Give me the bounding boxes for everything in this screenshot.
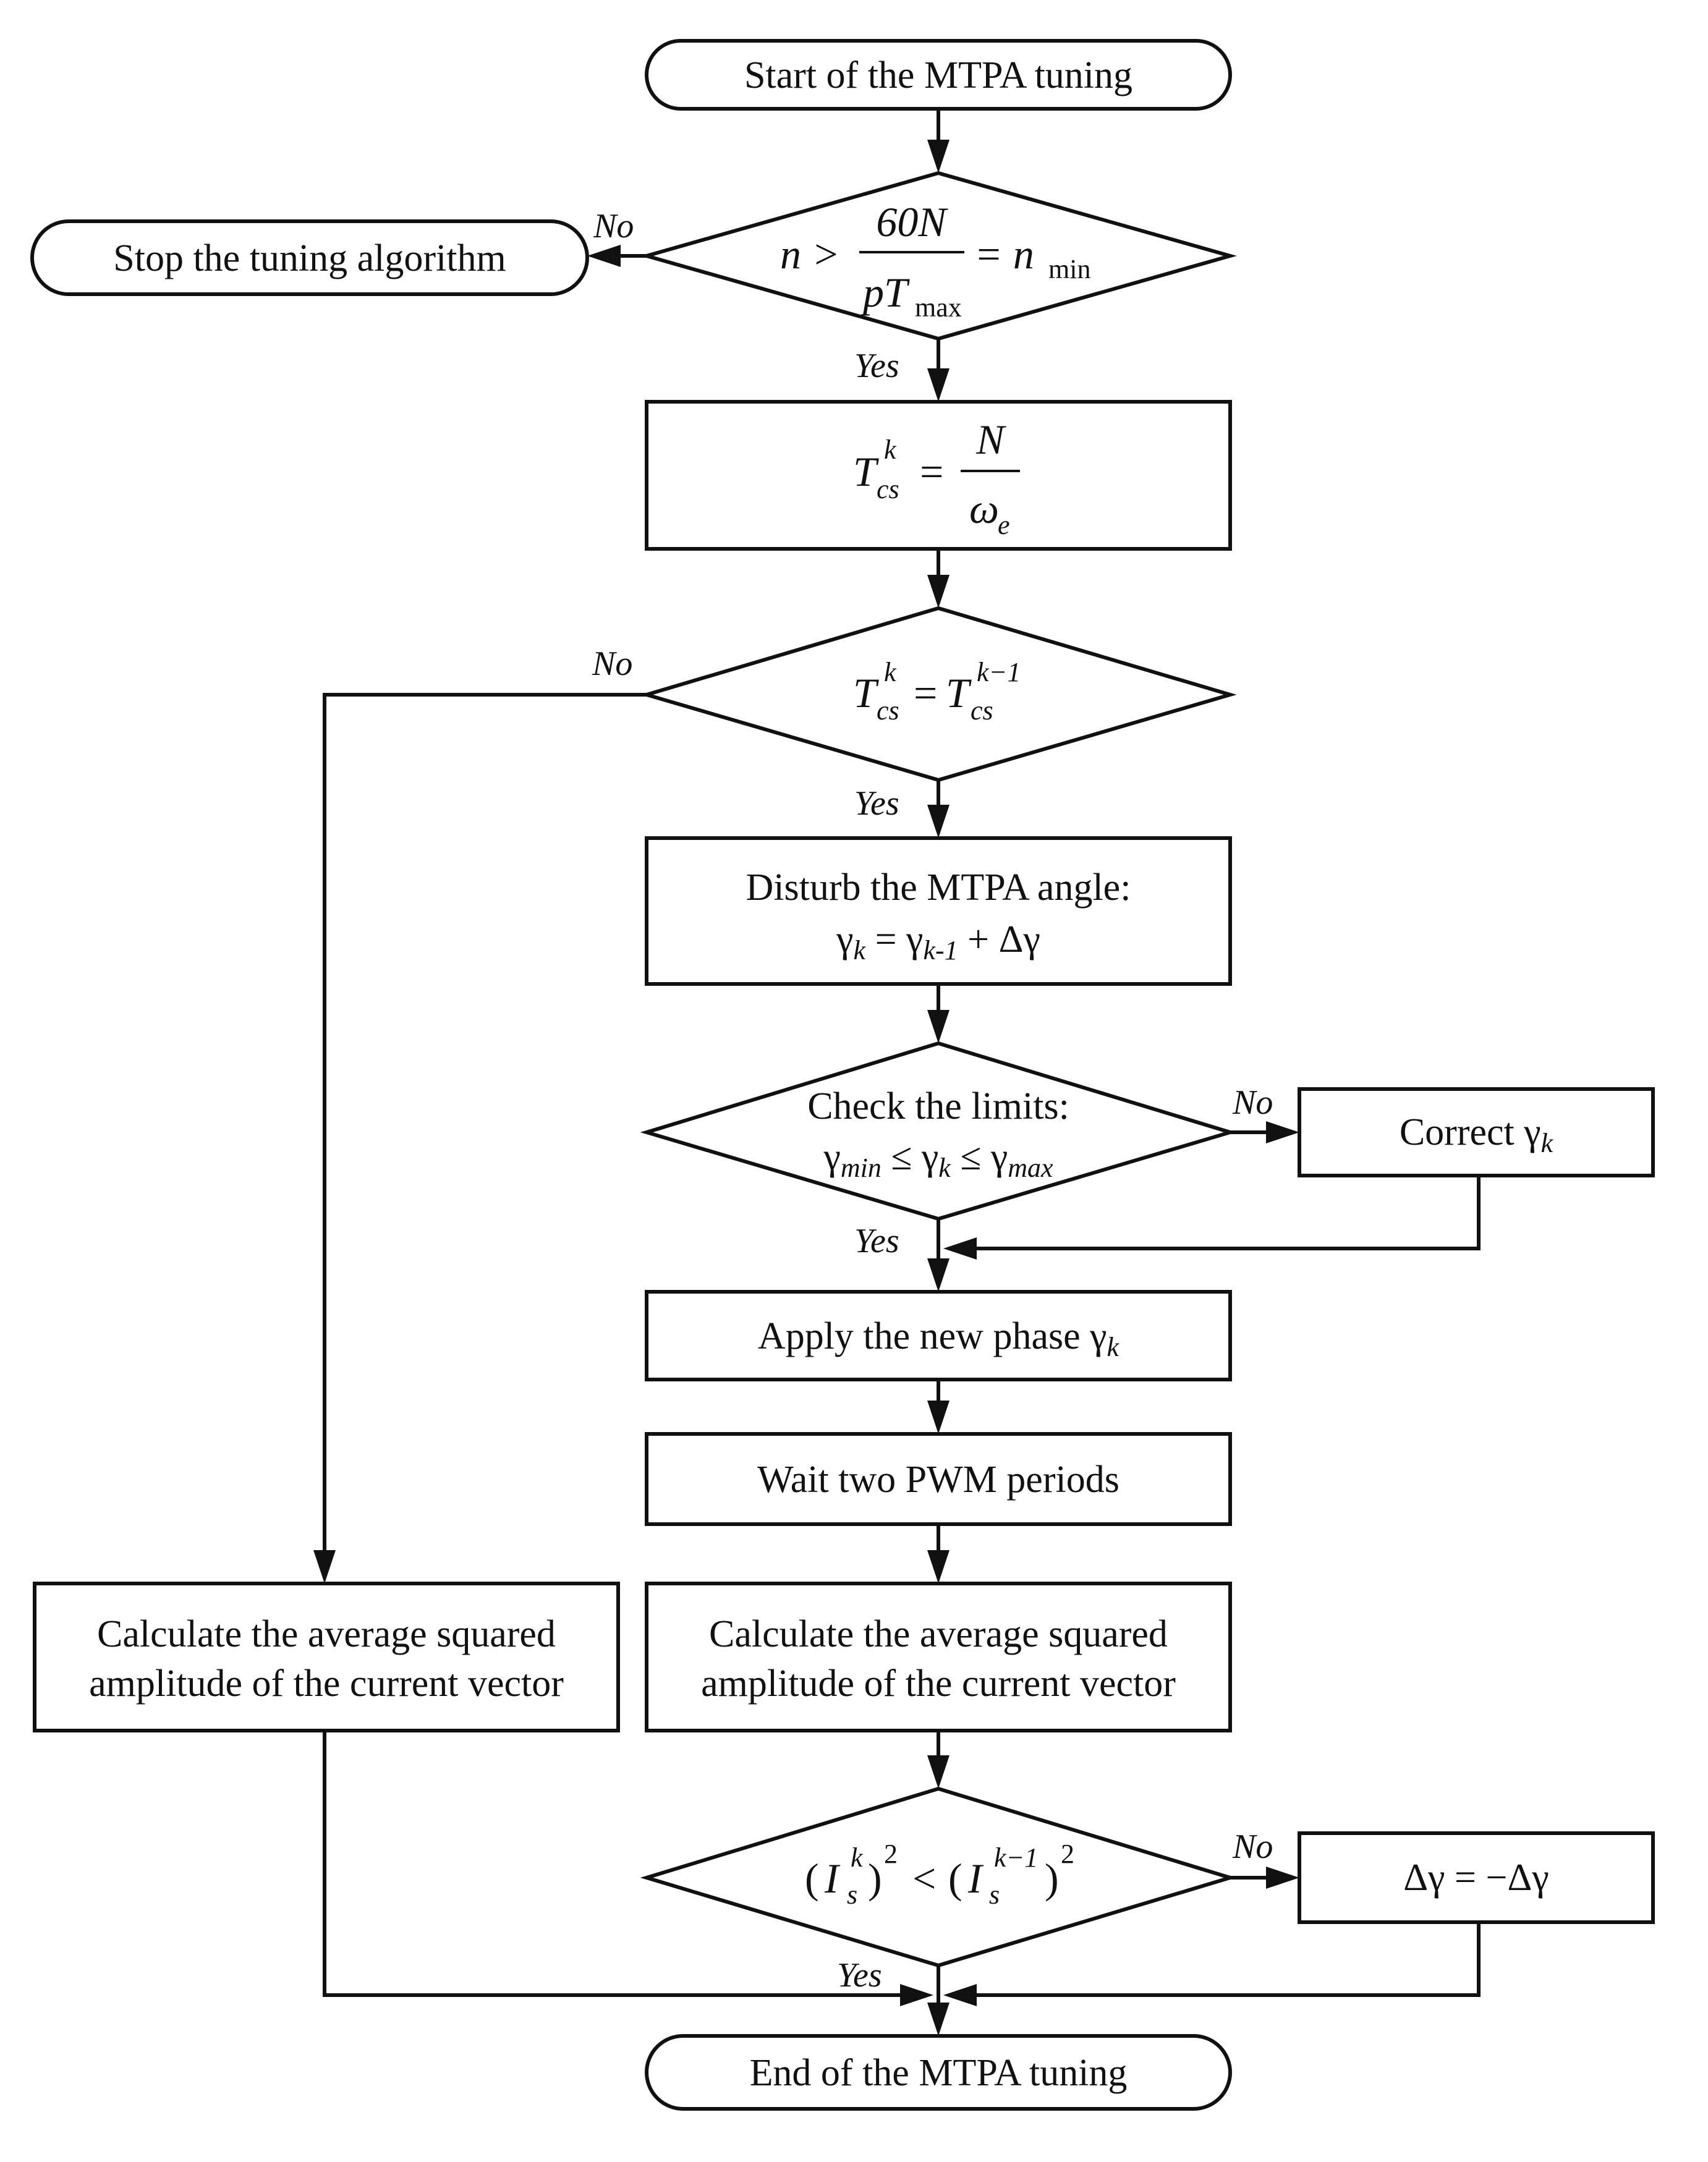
correct-label: Correct γk: [1400, 1111, 1554, 1158]
d4-lt: <: [912, 1855, 936, 1902]
arrow-d2-to-calc-left: [323, 693, 647, 1551]
d2-lhs-sup: k: [884, 657, 897, 687]
stop-label: Stop the tuning algorithm: [113, 237, 506, 279]
calc-right-node: Calculate the average squared amplitude …: [645, 1582, 1232, 1732]
d2-rhs-sup: k−1: [977, 657, 1021, 687]
arrow-flip-to-merge: [974, 1922, 1481, 1997]
arrowhead: [927, 805, 950, 838]
decision-torque-equal: T k cs = T k−1 cs: [640, 606, 1237, 782]
label-yes-d2: Yes: [854, 784, 899, 823]
arrowhead: [1266, 1121, 1299, 1143]
disturb-line1: Disturb the MTPA angle:: [746, 867, 1131, 909]
d4-open-l: (: [805, 1855, 819, 1902]
end-label: End of the MTPA tuning: [750, 2052, 1128, 2094]
d2-rhs-var: T: [946, 669, 972, 716]
d4-sup-l: k: [851, 1842, 864, 1873]
d4-pow-r: 2: [1061, 1839, 1074, 1869]
calc-left-line1: Calculate the average squared: [97, 1613, 556, 1655]
arrowhead: [927, 1755, 950, 1789]
apply-phase-node: Apply the new phase γk: [645, 1290, 1232, 1381]
arrowhead: [927, 2003, 950, 2036]
connectors: [313, 109, 1481, 2036]
d4-sup-r: k−1: [994, 1842, 1038, 1873]
decision-speed-check: n > 60N pT max = n min: [640, 171, 1237, 341]
arrowhead: [927, 1010, 950, 1043]
d2-rhs-sub: cs: [971, 695, 993, 726]
label-no-d3: No: [1232, 1083, 1273, 1122]
calc-right-line2: amplitude of the current vector: [701, 1663, 1176, 1705]
correct-angle-node: Correct γk: [1298, 1087, 1655, 1177]
arrowhead: [900, 1984, 933, 2006]
tcs-sub: cs: [877, 474, 899, 504]
end-node: End of the MTPA tuning: [645, 2034, 1232, 2111]
arrowhead: [927, 1258, 950, 1292]
arrowhead: [927, 140, 950, 173]
d3-line1: Check the limits:: [807, 1085, 1069, 1127]
tcs-den-sub: e: [998, 510, 1010, 540]
arrow-correct-to-merge: [974, 1176, 1481, 1250]
disturb-angle-node: Disturb the MTPA angle: γk = γk-1 + Δγ: [645, 836, 1232, 986]
d2-eq: =: [914, 669, 937, 716]
tcs-eq: =: [920, 448, 943, 495]
d1-den-var: pT: [860, 269, 910, 316]
label-no-d1: No: [593, 207, 634, 245]
arrowhead: [587, 245, 621, 267]
tcs-num: N: [975, 416, 1006, 463]
label-yes-d1: Yes: [854, 347, 899, 385]
d2-lhs-sub: cs: [877, 695, 899, 726]
start-label: Start of the MTPA tuning: [744, 54, 1132, 96]
arrowhead: [927, 575, 950, 608]
d2-lhs-var: T: [853, 669, 879, 716]
torque-estimate-node: T k cs = N ω e: [645, 400, 1232, 551]
wait-label: Wait two PWM periods: [757, 1459, 1120, 1501]
d4-close-r: ): [1045, 1855, 1059, 1902]
label-yes-d4: Yes: [837, 1956, 882, 1995]
label-no-d4: No: [1232, 1828, 1273, 1866]
d1-rhs-sub: min: [1048, 254, 1090, 284]
disturb-line2: γk = γk-1 + Δγ: [836, 918, 1040, 965]
d1-den-sub: max: [915, 292, 962, 323]
tcs-var: T: [853, 448, 879, 495]
calc-left-node: Calculate the average squared amplitude …: [33, 1582, 620, 1732]
d4-var-r: I: [967, 1855, 984, 1902]
arrowhead: [1266, 1867, 1299, 1889]
d4-sub-r: s: [989, 1880, 1000, 1910]
tcs-sup: k: [884, 435, 897, 465]
start-node: Start of the MTPA tuning: [645, 39, 1232, 111]
arrowhead: [943, 1984, 977, 2006]
d4-close-l: ): [868, 1855, 882, 1902]
calc-left-line2: amplitude of the current vector: [89, 1663, 564, 1705]
decision-check-limits: Check the limits: γmin ≤ γk ≤ γmax: [640, 1041, 1237, 1221]
label-yes-d3: Yes: [854, 1222, 899, 1260]
apply-label: Apply the new phase γk: [758, 1315, 1120, 1362]
decision-current-compare: ( I k s ) 2 < ( I k−1 s ) 2: [640, 1786, 1237, 1968]
d1-numerator: 60N: [876, 198, 948, 245]
branch-labels: No Yes No Yes No Yes No Yes: [592, 207, 1273, 1995]
arrowhead: [313, 1550, 336, 1583]
d1-rhs: = n: [974, 231, 1034, 278]
arrow-calc-left-to-merge: [323, 1731, 903, 1997]
label-no-d2: No: [592, 645, 632, 683]
d4-open-r: (: [948, 1855, 962, 1902]
d4-sub-l: s: [847, 1880, 857, 1910]
wait-node: Wait two PWM periods: [645, 1432, 1232, 1526]
d1-lhs: n >: [780, 231, 840, 278]
flip-step-node: Δγ = −Δγ: [1298, 1831, 1655, 1924]
d4-pow-l: 2: [884, 1839, 898, 1869]
arrowhead: [927, 1550, 950, 1583]
arrowhead: [943, 1237, 977, 1260]
calc-right-line1: Calculate the average squared: [709, 1613, 1168, 1655]
flip-label: Δγ = −Δγ: [1403, 1857, 1549, 1899]
stop-node: Stop the tuning algorithm: [30, 219, 589, 296]
tcs-den: ω: [969, 485, 999, 532]
arrowhead: [927, 1401, 950, 1434]
arrowhead: [927, 368, 950, 402]
d3-line2: γmin ≤ γk ≤ γmax: [823, 1136, 1053, 1183]
d4-var-l: I: [824, 1855, 841, 1902]
